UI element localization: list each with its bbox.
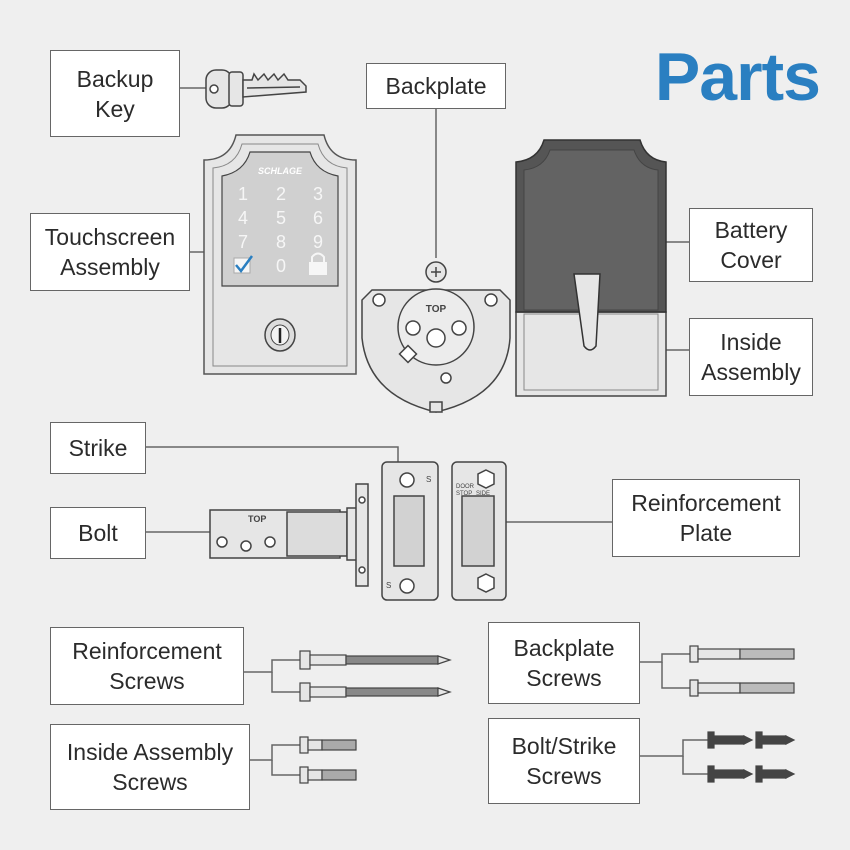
label-backplate-screws: Backplate Screws — [488, 622, 640, 704]
key-9: 9 — [313, 232, 323, 252]
door-mark: DOOR — [456, 484, 475, 490]
label-bolt-strike-screws: Bolt/Strike Screws — [488, 718, 640, 804]
label-text: Reinforcement Screws — [72, 638, 222, 694]
side-mark: SIDE — [476, 491, 490, 497]
stop-mark: STOP — [456, 491, 472, 497]
reinforcement-plate: DOOR STOP SIDE — [451, 461, 507, 601]
bolt: TOP — [209, 483, 369, 587]
bolt-top-mark: TOP — [248, 514, 266, 524]
key-3: 3 — [313, 184, 323, 204]
label-battery-cover: Battery Cover — [689, 208, 813, 282]
key-7: 7 — [238, 232, 248, 252]
label-text: Reinforcement Plate — [631, 490, 781, 546]
keypad: 1 2 3 4 5 6 7 8 9 0 — [238, 184, 323, 276]
key-2: 2 — [276, 184, 286, 204]
label-text: Backplate Screws — [513, 635, 615, 691]
label-text: Backup Key — [76, 65, 154, 122]
label-text: Backplate — [385, 73, 487, 99]
brand-logo: SCHLAGE — [258, 166, 303, 176]
inside-assembly — [515, 139, 667, 397]
label-text: Strike — [68, 435, 128, 461]
backplate: TOP — [361, 261, 511, 413]
label-strike: Strike — [50, 422, 146, 474]
backplate-top-mark: TOP — [426, 304, 447, 315]
label-reinforcement-plate: Reinforcement Plate — [612, 479, 800, 557]
backplate-screws — [689, 645, 795, 697]
label-reinforcement-screws: Reinforcement Screws — [50, 627, 244, 705]
label-touchscreen-assembly: Touchscreen Assembly — [30, 213, 190, 291]
key-4: 4 — [238, 208, 248, 228]
inside-assembly-screws — [299, 736, 357, 784]
label-bolt: Bolt — [50, 507, 146, 559]
label-backplate: Backplate — [366, 63, 506, 109]
strike-mark-bottom: S — [386, 581, 391, 590]
label-text: Bolt/Strike Screws — [511, 733, 617, 789]
lock-icon — [309, 252, 327, 275]
strike: S S — [381, 461, 439, 601]
check-icon — [233, 255, 254, 274]
label-text: Inside Assembly Screws — [66, 739, 234, 795]
touchscreen-assembly: SCHLAGE 1 2 3 4 5 6 7 8 9 0 — [203, 134, 357, 375]
key-0: 0 — [276, 256, 286, 276]
page-title: Parts — [654, 39, 821, 115]
strike-mark-top: S — [426, 475, 431, 484]
label-text: Inside Assembly — [701, 329, 801, 385]
key-8: 8 — [276, 232, 286, 252]
reinforcement-screws — [299, 650, 452, 702]
bolt-strike-screws — [707, 731, 796, 783]
label-backup-key: Backup Key — [50, 50, 180, 137]
backup-key-icon — [205, 69, 307, 109]
label-text: Touchscreen Assembly — [44, 224, 176, 280]
label-text: Bolt — [78, 520, 118, 546]
label-inside-assembly-screws: Inside Assembly Screws — [50, 724, 250, 810]
thumb-turn — [573, 273, 601, 351]
label-inside-assembly: Inside Assembly — [689, 318, 813, 396]
key-5: 5 — [276, 208, 286, 228]
key-6: 6 — [313, 208, 323, 228]
label-text: Battery Cover — [714, 217, 788, 273]
key-1: 1 — [238, 184, 248, 204]
